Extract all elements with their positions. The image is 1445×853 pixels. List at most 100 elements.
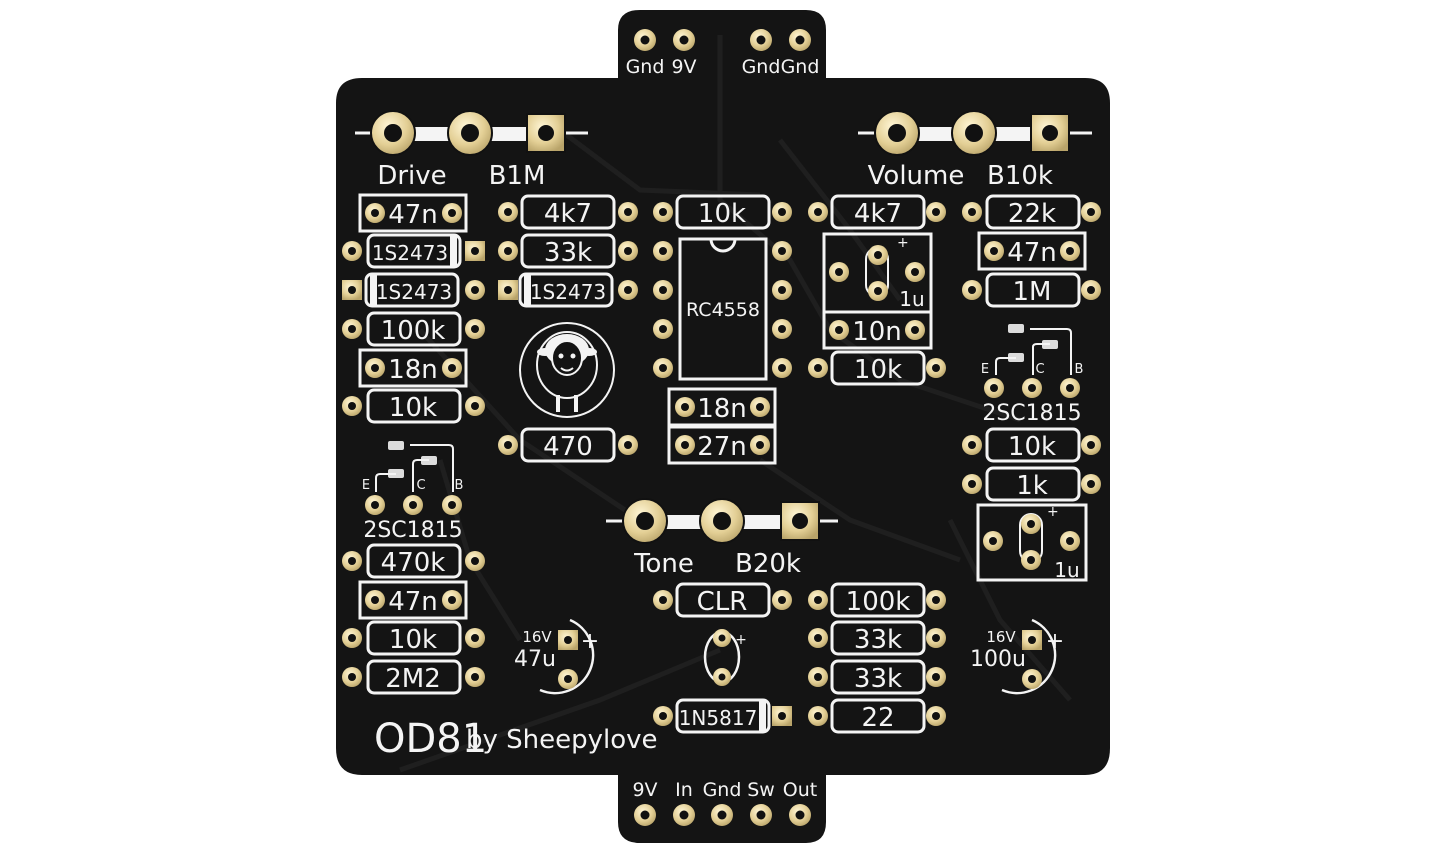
bottom-pin-3[interactable] [711, 804, 733, 826]
diode-1s2473-1[interactable]: 1S2473 [342, 233, 485, 269]
resistor-470k[interactable]: 470k [342, 543, 485, 579]
top-pin-4[interactable] [789, 29, 811, 51]
transistor-2sc1815-right[interactable]: E C B 2SC1815 [981, 324, 1084, 426]
label-33k-right-1: 33k [854, 625, 902, 655]
cap-1u-lower[interactable]: + 1u [976, 503, 1088, 582]
elcap-47u-value: 47u [514, 647, 556, 672]
resistor-10k-right-mid[interactable]: 10k [808, 350, 946, 386]
elcap-100u-voltage: 16V [986, 628, 1016, 646]
label-1u-upper: 1u [899, 287, 924, 311]
transistor-2sc1815-left[interactable]: E C B 2SC1815 [362, 441, 464, 543]
label-diode-2: 1S2473 [376, 280, 452, 304]
resistor-10k-center[interactable]: 10k [653, 194, 792, 230]
resistor-100k-left[interactable]: 100k [342, 311, 485, 347]
plus-1u-upper: + [897, 235, 909, 251]
label-10n-right: 10n [852, 317, 902, 347]
resistor-2m2[interactable]: 2M2 [342, 659, 485, 695]
bottom-pin-4[interactable] [750, 804, 772, 826]
elcap-100u-value: 100u [970, 647, 1026, 672]
label-47n-right: 47n [1007, 238, 1057, 268]
diode-1n5817[interactable]: 1N5817 [653, 698, 792, 734]
label-33k-left: 33k [544, 238, 592, 268]
cap-18n-center[interactable]: 18n [667, 387, 777, 427]
label-4k7-left: 4k7 [544, 199, 592, 229]
label-100k-left: 100k [381, 316, 446, 346]
label-1n5817: 1N5817 [679, 706, 758, 730]
tr-left-pin-c: C [416, 478, 425, 493]
label-18n-center: 18n [697, 394, 747, 424]
cap-1u-upper[interactable]: + 1u [822, 232, 933, 350]
label-1k: 1k [1016, 471, 1048, 501]
elcap-47u-voltage: 16V [522, 628, 552, 646]
ic-label: RC4558 [686, 299, 760, 321]
diode-1s2473-3[interactable]: 1S2473 [498, 272, 638, 308]
ic-rc4558[interactable]: RC4558 [653, 237, 792, 381]
pot-volume[interactable]: Volume B10k [858, 110, 1092, 191]
plus-1u-lower: + [1047, 504, 1059, 520]
bottom-header: 9V In Gnd Sw Out [632, 779, 817, 826]
resistor-10k-left[interactable]: 10k [342, 388, 485, 424]
top-label-gnd-1: Gnd [626, 56, 665, 78]
bottom-pin-1[interactable] [634, 804, 656, 826]
label-33k-right-2: 33k [854, 664, 902, 694]
bottom-pin-5[interactable] [789, 804, 811, 826]
resistor-100k-right[interactable]: 100k [808, 582, 946, 618]
resistor-33k-left[interactable]: 33k [498, 233, 638, 269]
label-4k7-right: 4k7 [854, 199, 902, 229]
label-10k-left: 10k [389, 393, 437, 423]
resistor-33k-right-2[interactable]: 33k [808, 659, 946, 695]
cap-27n-center[interactable]: 27n [667, 425, 777, 465]
label-10k-right-mid: 10k [854, 355, 902, 385]
resistor-1m[interactable]: 1M [962, 272, 1101, 308]
label-22: 22 [861, 703, 894, 733]
tr-left-pin-e: E [362, 478, 370, 493]
bottom-label-sw: Sw [747, 779, 775, 801]
label-diode-3: 1S2473 [530, 280, 606, 304]
resistor-4k7-right[interactable]: 4k7 [808, 194, 946, 230]
tr-right-pin-c: C [1035, 362, 1044, 377]
resistor-clr[interactable]: CLR [653, 582, 792, 618]
elcap-100u[interactable]: 16V 100u + [970, 618, 1064, 695]
elcap-47u-plus: + [581, 629, 599, 654]
label-18n-left: 18n [388, 355, 438, 385]
diode-1s2473-2[interactable]: 1S2473 [342, 272, 485, 308]
pot-drive-name: Drive [377, 161, 446, 191]
resistor-1k[interactable]: 1k [962, 466, 1101, 502]
resistor-470[interactable]: 470 [498, 427, 638, 463]
tr-right-label: 2SC1815 [982, 401, 1081, 426]
resistor-4k7-left[interactable]: 4k7 [498, 194, 638, 230]
label-47n-left: 47n [388, 200, 438, 230]
label-10k-center: 10k [698, 199, 746, 229]
elcap-47u[interactable]: 16V 47u + [514, 618, 599, 695]
board-title: OD81 [374, 716, 487, 762]
pot-tone[interactable]: Tone B20k [606, 498, 838, 579]
label-470k: 470k [381, 548, 446, 578]
board-author: by Sheepylove [466, 725, 658, 755]
cap-47n-right[interactable]: 47n [977, 231, 1087, 271]
top-label-9v: 9V [671, 56, 696, 78]
pot-drive[interactable]: Drive B1M [355, 110, 588, 191]
cap-18n-left[interactable]: 18n [358, 348, 468, 388]
resistor-10k-left-low[interactable]: 10k [342, 620, 485, 656]
led-small[interactable]: + [703, 629, 747, 686]
top-pin-3[interactable] [750, 29, 772, 51]
tr-right-pin-e: E [981, 362, 989, 377]
bottom-pin-2[interactable] [673, 804, 695, 826]
resistor-22[interactable]: 22 [808, 698, 946, 734]
cap-47n-lower[interactable]: 47n [358, 580, 468, 620]
top-pin-2[interactable] [673, 29, 695, 51]
top-pin-1[interactable] [634, 29, 656, 51]
resistor-10k-right-low[interactable]: 10k [962, 427, 1101, 463]
top-header: Gnd 9V Gnd Gnd [626, 29, 819, 78]
label-diode-1: 1S2473 [372, 241, 448, 265]
led-plus: + [735, 632, 747, 648]
tr-left-pin-b: B [455, 478, 464, 493]
cap-10n-right[interactable]: 10n [829, 317, 925, 347]
resistor-33k-right-1[interactable]: 33k [808, 620, 946, 656]
resistor-22k[interactable]: 22k [962, 194, 1101, 230]
cap-47n-left[interactable]: 47n [358, 193, 468, 233]
label-10k-right-low: 10k [1008, 432, 1056, 462]
label-47n-lower: 47n [388, 587, 438, 617]
label-470: 470 [543, 432, 593, 462]
